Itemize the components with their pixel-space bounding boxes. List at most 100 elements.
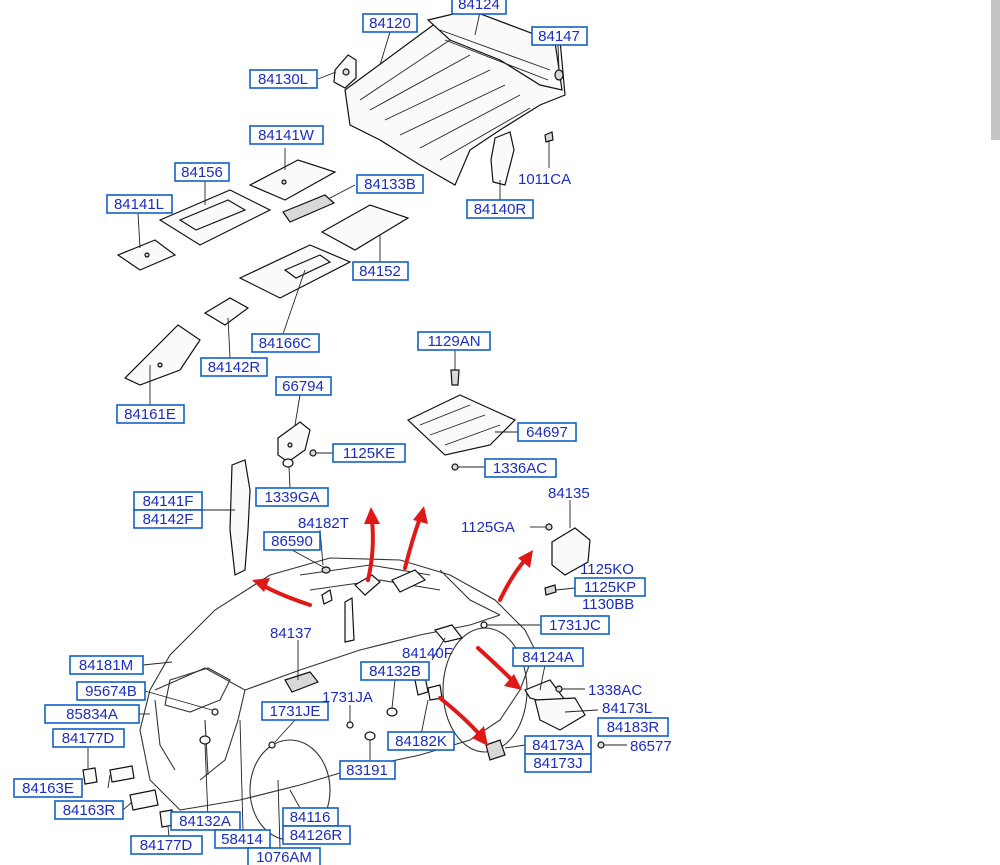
label-1125KP[interactable]: 1125KP xyxy=(574,577,646,597)
label-84135[interactable]: 84135 xyxy=(548,485,590,502)
label-84156[interactable]: 84156 xyxy=(174,162,230,182)
label-84132A[interactable]: 84132A xyxy=(170,811,241,831)
scrollbar[interactable] xyxy=(991,0,1000,140)
label-84120[interactable]: 84120 xyxy=(362,13,418,33)
label-85834A[interactable]: 85834A xyxy=(44,704,140,724)
clip-1338AC-part xyxy=(555,685,563,693)
svg-text:84183R: 84183R xyxy=(607,719,660,736)
label-1076AM[interactable]: 1076AM xyxy=(247,847,321,865)
svg-text:1125KE: 1125KE xyxy=(343,445,395,462)
svg-text:64697: 64697 xyxy=(526,424,568,441)
label-66794[interactable]: 66794 xyxy=(275,376,332,396)
bolt-1125KE-part xyxy=(309,449,317,457)
label-84182T[interactable]: 84182T xyxy=(298,515,349,532)
label-84181M[interactable]: 84181M xyxy=(69,655,144,675)
label-84177D-b[interactable]: 84177D xyxy=(130,835,203,855)
pad-84130L-part xyxy=(333,54,357,89)
label-84137[interactable]: 84137 xyxy=(270,625,312,642)
label-1125GA[interactable]: 1125GA xyxy=(461,519,515,536)
clip-86590-part xyxy=(321,566,333,605)
pad-84156-part xyxy=(158,189,272,246)
bolt-1125KP-part xyxy=(544,584,557,596)
label-84173A[interactable]: 84173A xyxy=(524,735,592,755)
label-84124[interactable]: 84124 xyxy=(451,0,507,15)
svg-text:1339GA: 1339GA xyxy=(264,489,319,506)
pad-84161E-part xyxy=(123,324,201,386)
label-1731JE[interactable]: 1731JE xyxy=(261,701,329,721)
label-1125KO[interactable]: 1125KO xyxy=(580,561,634,578)
svg-text:84124A: 84124A xyxy=(522,649,574,666)
svg-text:1076AM: 1076AM xyxy=(256,849,312,865)
label-95674B[interactable]: 95674B xyxy=(76,681,146,701)
block-84173A-part xyxy=(485,739,506,761)
svg-text:1336AC: 1336AC xyxy=(493,460,547,477)
label-1011CA[interactable]: 1011CA xyxy=(518,171,571,188)
label-84177D-a[interactable]: 84177D xyxy=(52,728,125,748)
label-84141F[interactable]: 84141F xyxy=(133,491,203,511)
label-58414[interactable]: 58414 xyxy=(214,829,271,849)
red-arrows xyxy=(252,506,533,746)
label-1130BB[interactable]: 1130BB xyxy=(582,596,634,613)
label-86590[interactable]: 86590 xyxy=(263,531,321,551)
clip-95674B-part xyxy=(211,708,219,716)
label-84161E[interactable]: 84161E xyxy=(116,404,185,424)
label-1336AC[interactable]: 1336AC xyxy=(484,458,557,478)
label-1129AN[interactable]: 1129AN xyxy=(417,331,491,351)
svg-text:1731JE: 1731JE xyxy=(270,703,321,720)
bolt-1125GA-part xyxy=(545,523,553,531)
svg-text:84124: 84124 xyxy=(458,0,500,13)
label-84130L[interactable]: 84130L xyxy=(249,69,318,89)
label-84116[interactable]: 84116 xyxy=(282,807,339,827)
label-84173J[interactable]: 84173J xyxy=(524,753,592,773)
label-84140R[interactable]: 84140R xyxy=(466,199,534,219)
label-84173L[interactable]: 84173L xyxy=(602,700,652,717)
label-84183R[interactable]: 84183R xyxy=(597,717,669,737)
cover-84135-part xyxy=(551,527,591,576)
label-1339GA[interactable]: 1339GA xyxy=(255,487,329,507)
label-84133B[interactable]: 84133B xyxy=(356,174,424,194)
pad-84152-part xyxy=(320,204,410,251)
trim-84182T-part xyxy=(354,569,427,596)
svg-text:84156: 84156 xyxy=(181,164,223,181)
label-84147[interactable]: 84147 xyxy=(531,26,588,46)
clip-1339GA-part xyxy=(282,458,294,468)
label-84166C[interactable]: 84166C xyxy=(251,333,320,353)
label-84124A[interactable]: 84124A xyxy=(512,647,584,667)
label-84126R[interactable]: 84126R xyxy=(282,825,351,845)
svg-text:84141L: 84141L xyxy=(114,196,164,213)
label-84141W[interactable]: 84141W xyxy=(249,125,324,145)
pad-84141W-part xyxy=(248,159,337,201)
pad-84141F-part xyxy=(229,459,251,576)
svg-text:84140R: 84140R xyxy=(474,201,527,218)
label-84140F[interactable]: 84140F xyxy=(402,645,453,662)
label-86577[interactable]: 86577 xyxy=(630,738,672,755)
pad-84173L-part xyxy=(534,697,586,731)
clip-84147-part xyxy=(554,69,564,81)
svg-text:84181M: 84181M xyxy=(79,657,133,674)
plug-83191-part xyxy=(364,731,376,741)
svg-text:84126R: 84126R xyxy=(290,827,343,844)
label-84152[interactable]: 84152 xyxy=(352,261,409,281)
label-84132B[interactable]: 84132B xyxy=(360,661,430,681)
label-1338AC[interactable]: 1338AC xyxy=(588,682,642,699)
label-64697[interactable]: 64697 xyxy=(517,422,577,442)
svg-text:1731JC: 1731JC xyxy=(549,617,601,634)
label-84163R[interactable]: 84163R xyxy=(54,800,124,820)
label-84141L[interactable]: 84141L xyxy=(106,194,173,214)
label-1125KE[interactable]: 1125KE xyxy=(332,443,406,463)
label-1731JC[interactable]: 1731JC xyxy=(540,615,610,635)
label-84142R[interactable]: 84142R xyxy=(200,357,268,377)
svg-text:84177D: 84177D xyxy=(140,837,193,854)
svg-text:95674B: 95674B xyxy=(85,683,137,700)
label-84182K[interactable]: 84182K xyxy=(387,731,455,751)
svg-text:84142F: 84142F xyxy=(143,511,194,528)
label-1731JA[interactable]: 1731JA xyxy=(322,689,373,706)
label-84142F[interactable]: 84142F xyxy=(133,509,203,529)
bracket-66794-part xyxy=(277,421,311,463)
clip-1731JE-part xyxy=(268,741,276,749)
svg-text:84163E: 84163E xyxy=(22,780,74,797)
svg-text:84141F: 84141F xyxy=(143,493,194,510)
label-84163E[interactable]: 84163E xyxy=(13,778,83,798)
label-83191[interactable]: 83191 xyxy=(339,760,396,780)
